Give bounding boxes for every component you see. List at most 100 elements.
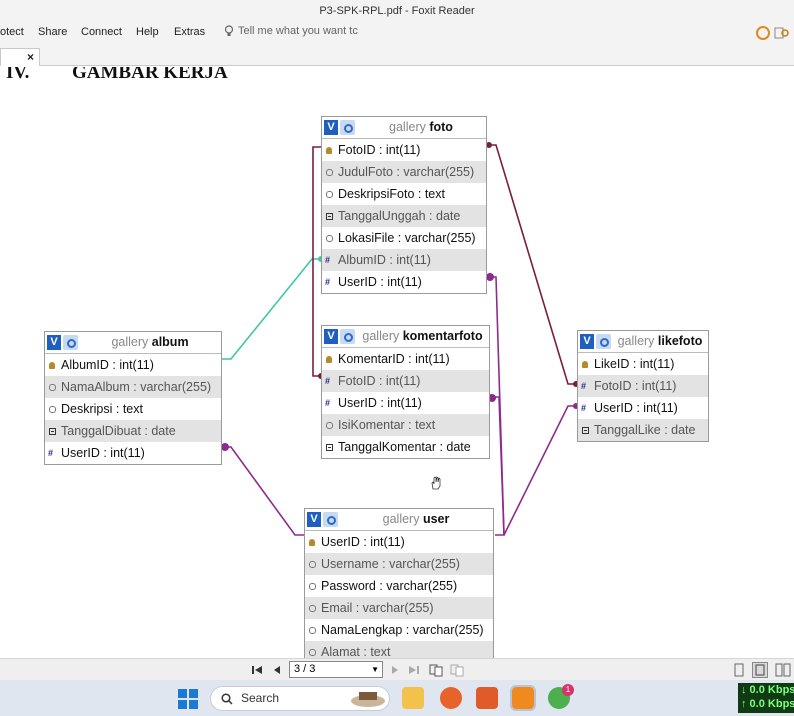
gear-icon[interactable] — [323, 512, 338, 527]
menu-share[interactable]: Share — [38, 26, 68, 38]
field-label: TanggalLike : date — [594, 423, 696, 437]
v-badge-icon[interactable]: V — [47, 335, 61, 350]
table-foto[interactable]: V gallery foto FotoID : int(11) JudulFot… — [321, 116, 487, 294]
table-album[interactable]: V gallery album AlbumID : int(11) NamaAl… — [44, 331, 222, 465]
foxit-reader-icon[interactable] — [510, 685, 536, 711]
field-label: Email : varchar(255) — [321, 601, 434, 615]
table-row: Password : varchar(255) — [305, 575, 493, 597]
table-header[interactable]: V gallery user — [305, 509, 493, 531]
gear-icon[interactable] — [340, 329, 355, 344]
document-page: IV.GAMBAR KERJA V gallery foto FotoID : … — [0, 67, 794, 658]
text-field-icon — [49, 384, 56, 391]
v-badge-icon[interactable]: V — [324, 120, 338, 135]
field-label: NamaLengkap : varchar(255) — [321, 623, 484, 637]
table-row: AlbumID : int(11) — [45, 354, 221, 376]
table-row: DeskripsiFoto : text — [322, 183, 486, 205]
facing-pages-icon[interactable] — [775, 663, 791, 677]
windows-start-icon[interactable] — [178, 689, 198, 709]
field-label: FotoID : int(11) — [338, 374, 421, 388]
first-page-icon[interactable] — [251, 664, 263, 676]
smiley-icon[interactable] — [755, 25, 770, 40]
text-field-icon — [326, 191, 333, 198]
fit-page-icon[interactable] — [752, 662, 768, 678]
table-row: #UserID : int(11) — [322, 392, 489, 414]
table-row: #UserID : int(11) — [578, 397, 708, 419]
field-label: FotoID : int(11) — [338, 143, 421, 157]
next-page-icon[interactable] — [390, 664, 400, 676]
v-badge-icon[interactable]: V — [580, 334, 594, 349]
chrome-notification-badge: 1 — [562, 684, 574, 696]
v-badge-icon[interactable]: V — [307, 512, 321, 527]
table-header[interactable]: V gallery album — [45, 332, 221, 354]
taskbar-search[interactable]: Search — [210, 686, 390, 711]
table-name: komentarfoto — [402, 329, 483, 343]
file-explorer-icon[interactable] — [402, 687, 424, 709]
menu-protect[interactable]: otect — [0, 26, 24, 38]
relationship-lines — [221, 142, 579, 536]
network-speed-widget: ↓ 0.0 Kbps ↑ 0.0 Kbps — [738, 683, 794, 713]
table-row: Username : varchar(255) — [305, 553, 493, 575]
last-page-icon[interactable] — [408, 664, 420, 676]
field-label: AlbumID : int(11) — [338, 253, 431, 267]
menu-extras[interactable]: Extras — [174, 26, 206, 38]
table-name: album — [151, 335, 189, 349]
previous-page-icon[interactable] — [272, 664, 282, 676]
document-tab-row: × — [0, 44, 794, 66]
text-field-icon — [309, 649, 316, 656]
tell-me-box[interactable]: Tell me what you want tc — [224, 25, 358, 37]
menu-help[interactable]: Help — [136, 26, 159, 38]
table-header[interactable]: V gallery likefoto — [578, 331, 708, 353]
search-label: Search — [241, 691, 280, 705]
table-row: # FotoID : int(11) — [322, 370, 489, 392]
number-field-icon: # — [325, 376, 331, 386]
table-row: Deskripsi : text — [45, 398, 221, 420]
relation-endpoint — [486, 142, 492, 148]
v-badge-icon[interactable]: V — [324, 329, 338, 344]
two-page-view-icon[interactable] — [429, 663, 443, 677]
chevron-down-icon[interactable]: ▼ — [371, 665, 379, 674]
field-label: Alamat : text — [321, 645, 391, 658]
continuous-view-icon[interactable] — [450, 663, 464, 677]
section-title: GAMBAR KERJA — [72, 67, 228, 83]
key-icon — [326, 356, 332, 363]
table-header[interactable]: V gallery komentarfoto — [322, 326, 489, 348]
single-page-icon[interactable] — [733, 663, 745, 677]
field-label: Password : varchar(255) — [321, 579, 458, 593]
table-row: UserID : int(11) — [305, 531, 493, 553]
number-field-icon: # — [581, 381, 587, 391]
table-row: #UserID : int(11) — [45, 442, 221, 464]
xampp-icon[interactable] — [476, 687, 498, 709]
find-icon[interactable] — [774, 26, 790, 40]
relation-foto-like — [487, 144, 577, 385]
relation-user-album — [222, 446, 304, 536]
table-likefoto[interactable]: V gallery likefoto LikeID : int(11) #Fot… — [577, 330, 709, 442]
date-field-icon — [326, 213, 333, 220]
table-komentarfoto[interactable]: V gallery komentarfoto KomentarID : int(… — [321, 325, 490, 459]
hand-cursor-icon — [431, 476, 441, 490]
field-label: UserID : int(11) — [338, 396, 422, 410]
date-field-icon — [49, 428, 56, 435]
ribbon-right-icons — [755, 24, 790, 42]
document-tab[interactable]: × — [0, 48, 40, 66]
relation-endpoint — [486, 273, 494, 281]
field-label: UserID : int(11) — [321, 535, 405, 549]
key-icon — [49, 362, 55, 369]
table-db-name: gallery — [382, 512, 420, 526]
gear-icon[interactable] — [63, 335, 78, 350]
text-field-icon — [309, 605, 316, 612]
gear-icon[interactable] — [340, 120, 355, 135]
number-field-icon: # — [48, 448, 54, 458]
gear-icon[interactable] — [596, 334, 611, 349]
net-down-speed: ↓ 0.0 Kbps — [741, 684, 794, 696]
page-nav-toolbar: 3 / 3▼ — [0, 658, 794, 680]
field-label: FotoID : int(11) — [594, 379, 677, 393]
field-label: UserID : int(11) — [338, 275, 422, 289]
table-row: TanggalLike : date — [578, 419, 708, 441]
page-number-field[interactable]: 3 / 3▼ — [289, 661, 383, 678]
firefox-icon[interactable] — [440, 687, 462, 709]
table-user[interactable]: V gallery user UserID : int(11) Username… — [304, 508, 494, 658]
close-tab-icon[interactable]: × — [27, 50, 35, 64]
table-header[interactable]: V gallery foto — [322, 117, 486, 139]
menu-connect[interactable]: Connect — [81, 26, 122, 38]
number-field-icon: # — [581, 403, 587, 413]
